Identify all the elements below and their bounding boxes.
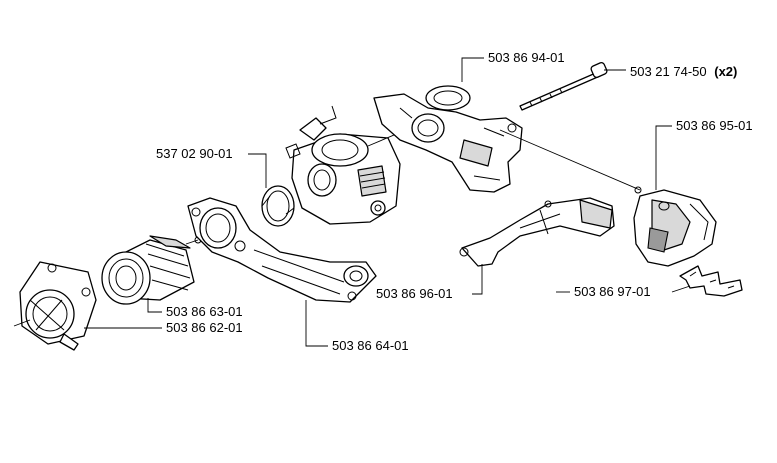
callout-503-86-96-01: 503 86 96-01	[376, 286, 453, 301]
leader-p4	[655, 125, 672, 190]
callout-537-02-90-01: 537 02 90-01	[156, 146, 233, 161]
intake-boot-part[interactable]	[101, 235, 202, 305]
leader-p5	[472, 264, 483, 295]
callout-503-86-95-01: 503 86 95-01	[676, 118, 753, 133]
callout-503-86-94-01: 503 86 94-01	[488, 50, 565, 65]
intake-manifold-part[interactable]	[187, 197, 377, 303]
leader-lines	[84, 57, 691, 347]
leader-p1	[461, 57, 484, 82]
leader-p9	[305, 300, 328, 347]
leader-p6b	[671, 285, 691, 293]
leader-p3	[248, 153, 267, 188]
filter-bracket-part[interactable]	[373, 85, 523, 193]
callout-qty: (x2)	[714, 64, 737, 79]
filter-cover-part[interactable]	[633, 186, 717, 267]
callout-503-86-63-01: 503 86 63-01	[166, 304, 243, 319]
leader-p7	[147, 298, 162, 313]
gasket-ring-part[interactable]	[261, 185, 295, 227]
callout-503-86-64-01: 503 86 64-01	[332, 338, 409, 353]
throttle-rod-part[interactable]	[459, 197, 615, 267]
callout-503-86-62-01: 503 86 62-01	[166, 320, 243, 335]
long-screw-part[interactable]	[499, 61, 641, 191]
callout-503-21-74-50: 503 21 74-50 (x2)	[630, 64, 737, 79]
callout-503-86-97-01: 503 86 97-01	[574, 284, 651, 299]
carburetor-part[interactable]	[285, 105, 421, 225]
intake-flange-part[interactable]	[13, 261, 97, 351]
callout-labels: 503 86 94-01 503 21 74-50 (x2) 537 02 90…	[156, 50, 753, 353]
spring-clip-part[interactable]	[679, 265, 743, 297]
